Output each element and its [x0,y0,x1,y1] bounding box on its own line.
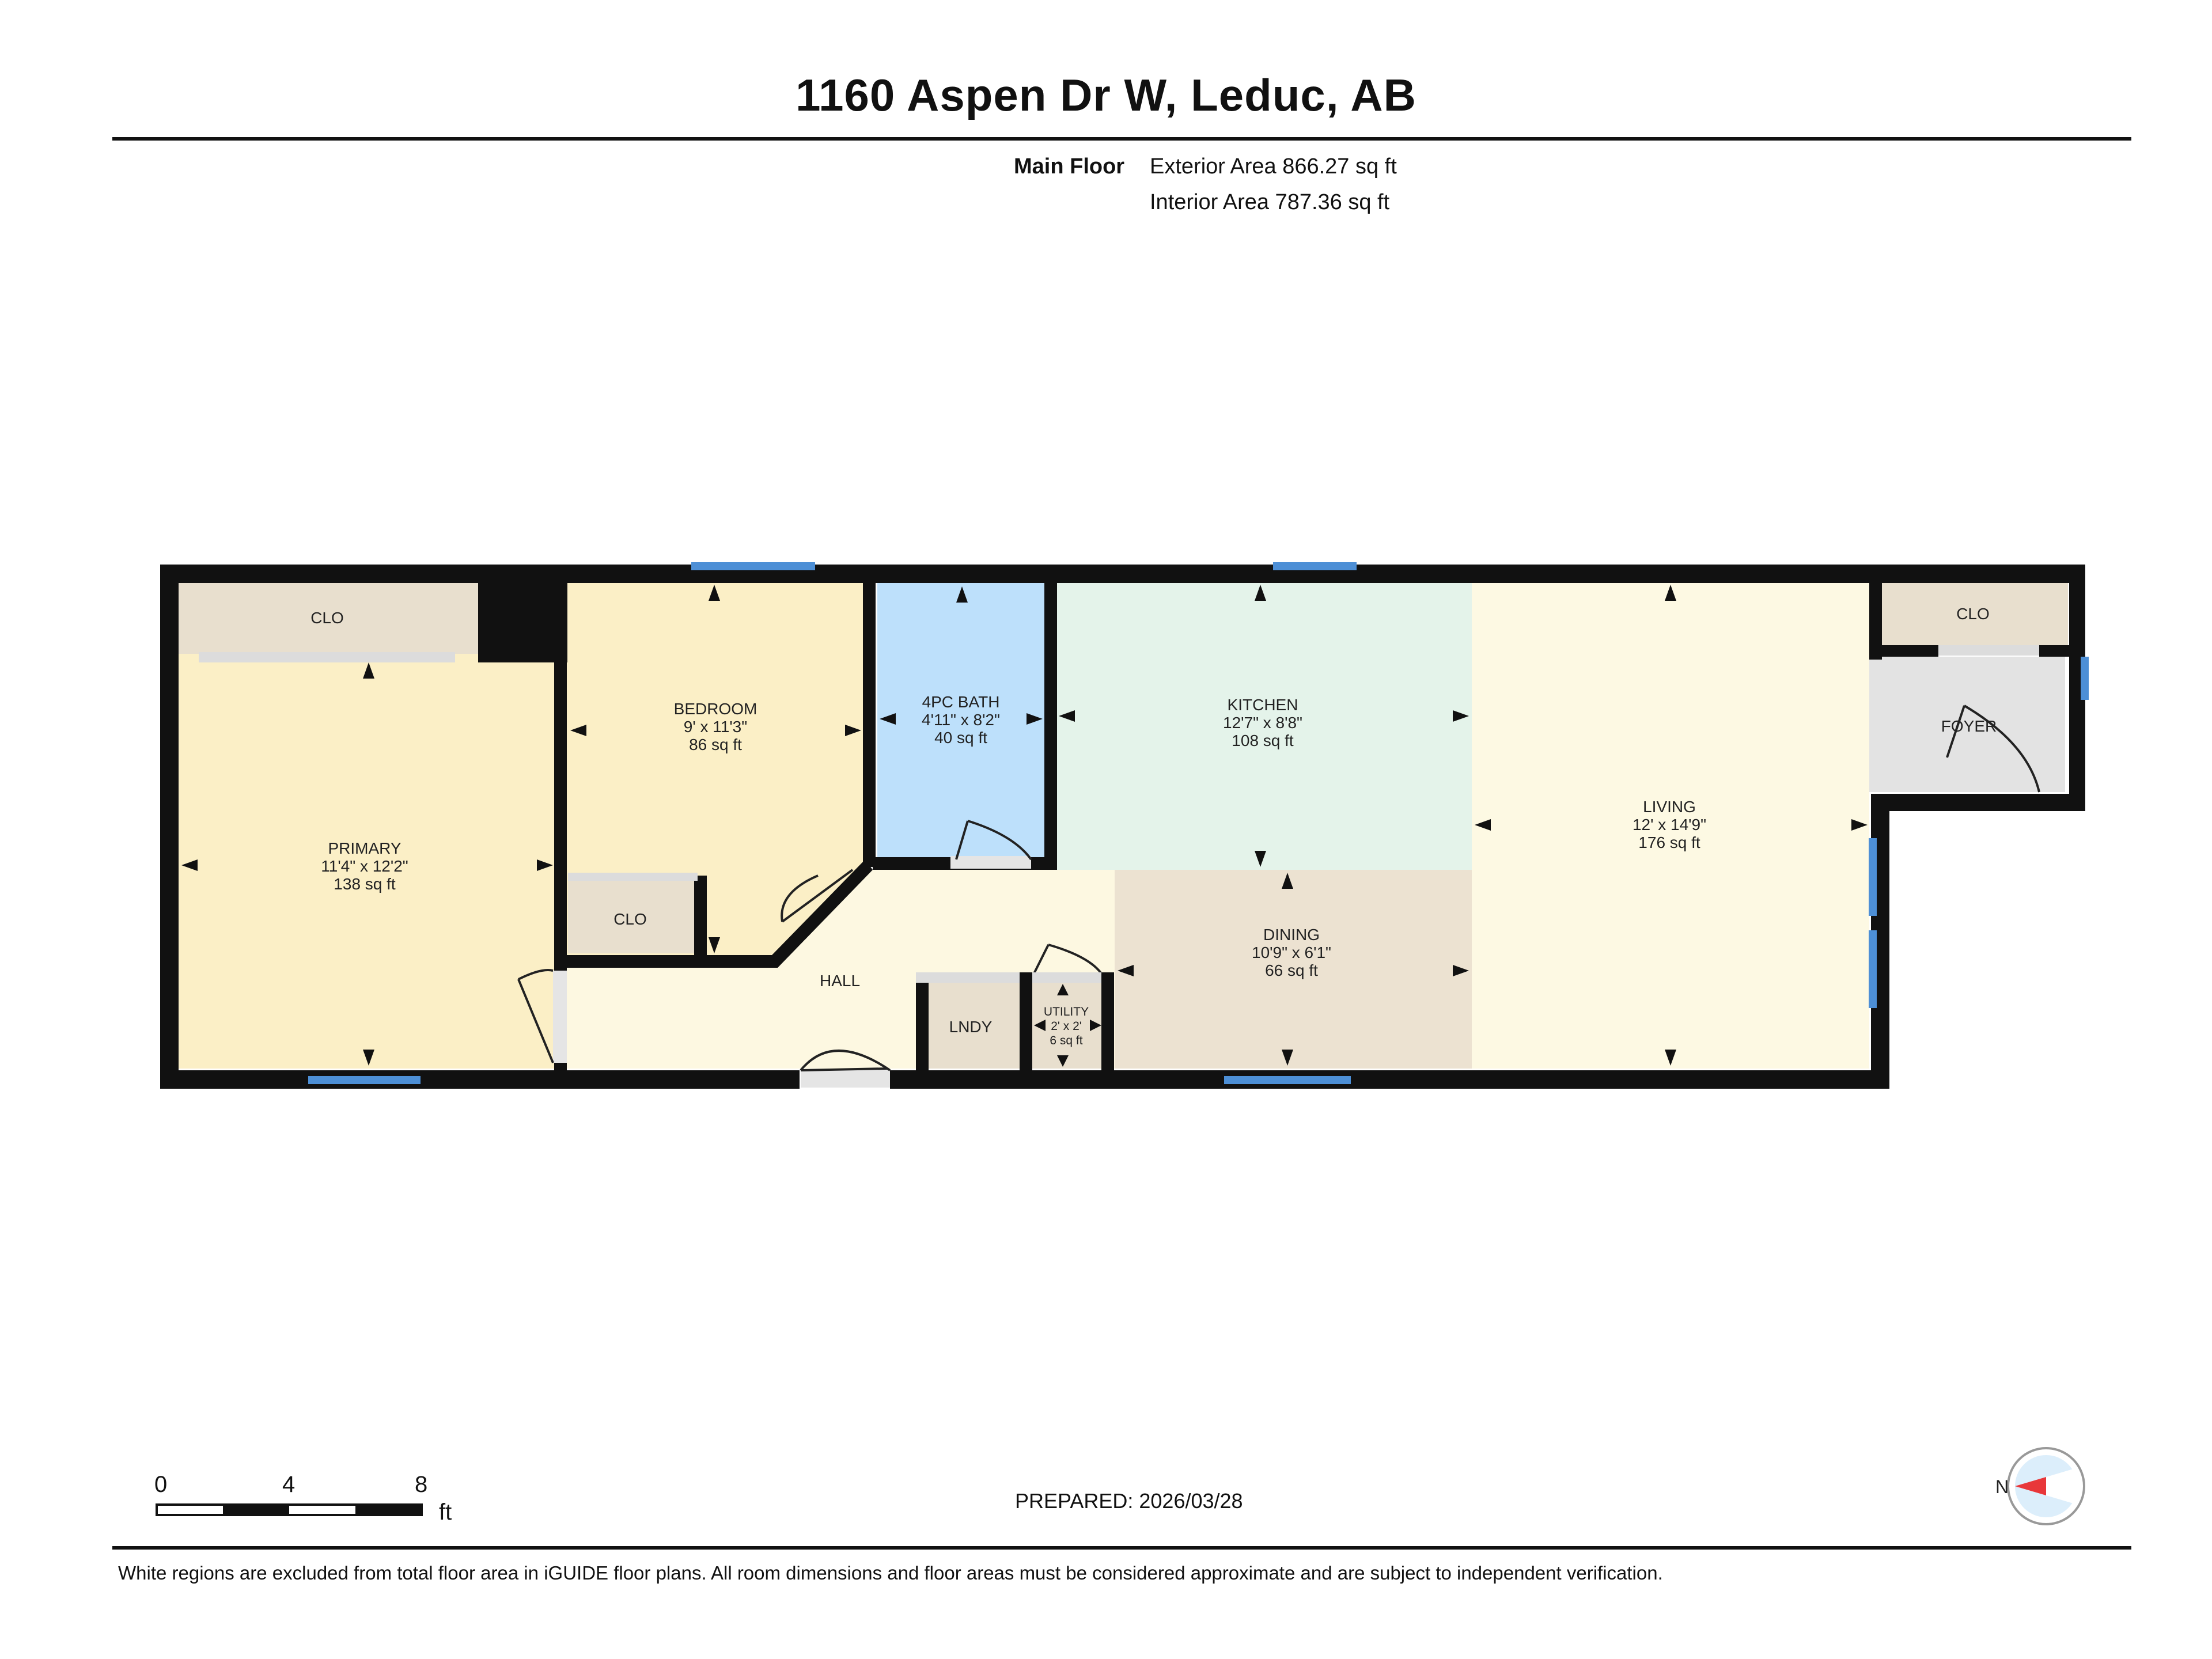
kitchen-area: 108 sq ft [1232,732,1294,749]
kitchen-name: KITCHEN [1228,696,1298,714]
kitchen-dims: 12'7" x 8'8" [1223,714,1302,732]
utility-name: UTILITY [1044,1005,1089,1018]
scale-bar [156,1503,423,1516]
bath-area: 40 sq ft [934,729,987,747]
foyer-room [1869,657,2065,792]
primary-closet-label: CLO [310,609,344,627]
kitchen-room [1056,583,1472,870]
bath-dims: 4'11" x 8'2" [922,711,1000,729]
bath-name: 4PC BATH [922,693,1000,711]
interior-area: Interior Area 787.36 sq ft [1150,190,1390,214]
windows [308,562,2089,1084]
compass-icon: N [1995,1447,2085,1525]
scale-unit: ft [439,1499,452,1525]
room-labels: CLO CLO CLO PRIMARY 11'4" x 12'2" 138 sq… [310,605,1997,1036]
disclaimer: White regions are excluded from total fl… [118,1562,1663,1584]
utility-area: 6 sq ft [1050,1034,1082,1047]
utility-dims: 2' x 2' [1051,1020,1082,1033]
footer-divider [112,1546,2131,1550]
dimension-arrows [181,585,1868,1067]
foyer-closet-label: CLO [1956,605,1990,623]
living-name: LIVING [1643,798,1696,816]
living-area: 176 sq ft [1638,834,1700,851]
walls [160,565,2085,1089]
scale-tick-0: 0 [154,1472,168,1497]
foyer-closet [1881,582,2068,648]
floor-name: Main Floor [1014,154,1125,179]
dining-name: DINING [1263,926,1320,944]
scale-tick-4: 4 [282,1472,296,1497]
bedroom-name: BEDROOM [674,700,757,718]
laundry-name: LNDY [949,1018,993,1036]
living-dims: 12' x 14'9" [1633,816,1706,834]
page-title: 1160 Aspen Dr W, Leduc, AB [796,70,1416,120]
utility-labels: UTILITY 2' x 2' 6 sq ft [1044,1005,1089,1047]
dining-room [1115,870,1472,1069]
exterior-area: Exterior Area 866.27 sq ft [1150,154,1397,179]
primary-name: PRIMARY [328,839,401,857]
hall-name: HALL [820,972,860,990]
prepared-date: PREPARED: 2026/03/28 [1015,1489,1243,1513]
door-swings [199,645,2040,1088]
primary-dims: 11'4" x 12'2" [321,857,408,875]
primary-closet [179,582,478,654]
bedroom-dims: 9' x 11'3" [684,718,747,736]
bedroom-closet-label: CLO [613,910,647,928]
dining-dims: 10'9" x 6'1" [1252,944,1331,961]
bedroom-area: 86 sq ft [689,736,742,753]
scale-tick-8: 8 [415,1472,428,1497]
living-room [1472,583,1869,1069]
bedroom-closet [568,878,698,953]
primary-area: 138 sq ft [334,875,396,893]
dining-area: 66 sq ft [1265,961,1318,979]
foyer-name: FOYER [1941,717,1997,735]
laundry-room [926,982,1020,1069]
compass-north-label: N [1995,1476,2009,1497]
primary-room [170,583,558,1069]
bath-room [877,583,1044,859]
title-divider [112,137,2131,141]
